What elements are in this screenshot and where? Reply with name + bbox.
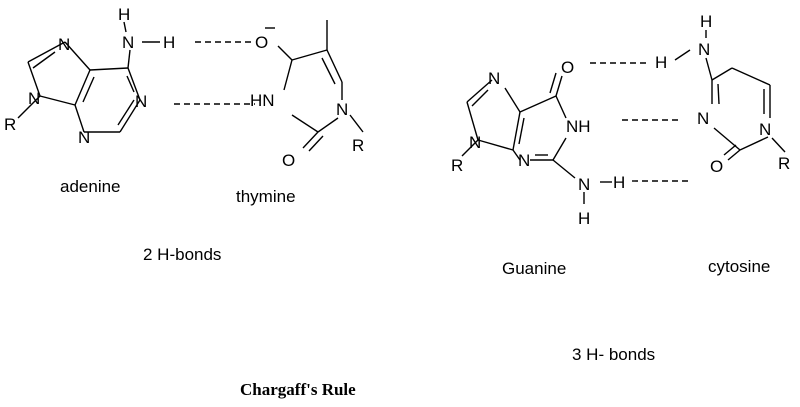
bond [326, 49, 343, 83]
bond [117, 99, 135, 126]
bond [549, 72, 557, 94]
bond [283, 59, 293, 91]
bond [723, 144, 737, 156]
bond [39, 95, 76, 106]
bond [519, 95, 557, 113]
bond [471, 89, 489, 107]
atom-label: O [255, 33, 268, 52]
adenine-label: adenine [60, 177, 121, 196]
atom-label: O [561, 58, 574, 77]
bond [461, 139, 479, 157]
atom-label: NH [566, 117, 591, 136]
atom-label: H [655, 53, 667, 72]
bond [317, 117, 339, 133]
adenine-structure: H N H N N R N N [4, 5, 175, 147]
atom-label: N [135, 92, 147, 111]
atom-label: N [698, 40, 710, 59]
bond [477, 139, 514, 151]
bond [302, 131, 319, 149]
bond [518, 117, 525, 145]
guanine-label: Guanine [502, 259, 566, 278]
atom-label: N [697, 109, 709, 128]
bond [713, 127, 741, 151]
atom-label: N [518, 151, 530, 170]
bond [727, 149, 741, 161]
at-bond-count: 2 H-bonds [143, 245, 221, 264]
atom-label: O [710, 157, 723, 176]
bond [27, 41, 66, 63]
atom-label: HN [250, 91, 275, 110]
thymine-structure: O HN N O R [250, 20, 364, 170]
atom-label: N [469, 133, 481, 152]
atom-label: N [58, 35, 70, 54]
bond [512, 149, 521, 161]
bond [466, 101, 479, 141]
atom-label: N [759, 120, 771, 139]
cytosine-label: cytosine [708, 257, 770, 276]
bond [674, 49, 691, 61]
bond [277, 45, 293, 61]
bond [308, 135, 324, 152]
atom-label: N [28, 89, 40, 108]
bond [119, 99, 141, 133]
atom-label: O [282, 151, 295, 170]
bond [126, 75, 135, 93]
atom-label: N [122, 33, 134, 52]
bond [555, 95, 567, 119]
atom-label: R [352, 136, 364, 155]
atom-label: H [163, 33, 175, 52]
bond [512, 111, 521, 151]
bond [552, 137, 567, 161]
bond [89, 67, 129, 71]
bond [291, 49, 328, 61]
bond [555, 75, 563, 97]
bond [739, 136, 769, 151]
atom-label: N [78, 128, 90, 147]
bond [291, 114, 319, 133]
atom-label: R [451, 156, 463, 175]
bond [504, 87, 521, 113]
bond [27, 61, 41, 97]
bond [32, 51, 56, 69]
bond [82, 76, 95, 103]
atom-label: N [336, 100, 348, 119]
bond [717, 83, 720, 105]
thymine-label: thymine [236, 187, 296, 206]
bond [127, 67, 141, 101]
bond [552, 159, 576, 179]
bond [711, 67, 733, 81]
atom-label: H [118, 5, 130, 24]
bond [466, 79, 493, 103]
atom-label: H [613, 173, 625, 192]
bond [127, 49, 131, 69]
bond [705, 57, 713, 81]
diagram-title: Chargaff's Rule [240, 380, 356, 399]
bond [771, 137, 786, 153]
bond [64, 41, 91, 71]
atom-label: R [778, 154, 790, 173]
cytosine-structure: H N H N N O R [655, 12, 790, 176]
atom-label: R [4, 115, 16, 134]
atom-label: N [488, 69, 500, 88]
atom-label: H [578, 209, 590, 228]
atom-label: N [578, 175, 590, 194]
guanine-structure: O N N R NH N N H H [451, 58, 625, 228]
bond [74, 104, 85, 133]
bond [349, 114, 364, 133]
bond [74, 69, 91, 106]
bond [321, 57, 336, 85]
bond [123, 21, 127, 33]
bond [731, 67, 771, 86]
bond [17, 95, 41, 119]
gc-bond-count: 3 H- bonds [572, 345, 655, 364]
atom-label: H [700, 12, 712, 31]
